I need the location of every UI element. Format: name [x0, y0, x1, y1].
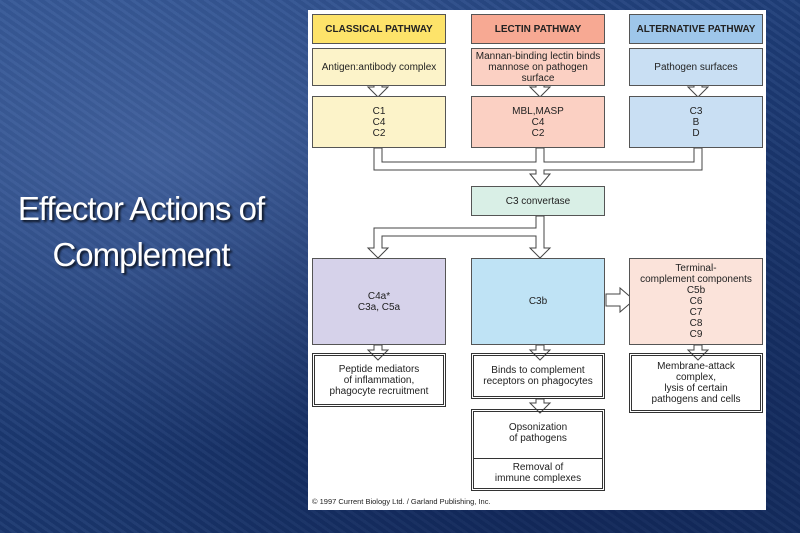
slide-title-line1: Effector Actions of	[17, 190, 265, 227]
lectin-pathway-header: LECTIN PATHWAY	[471, 14, 605, 44]
copyright-notice: © 1997 Current Biology Ltd. / Garland Pu…	[312, 497, 491, 506]
final-outcome-box: Opsonization of pathogens Removal of imm…	[471, 409, 605, 491]
alternative-pathway-header: ALTERNATIVE PATHWAY	[629, 14, 763, 44]
anaphylatoxins-box: C4a* C3a, C5a	[312, 258, 446, 345]
complement-diagram-panel: CLASSICAL PATHWAY LECTIN PATHWAY ALTERNA…	[308, 10, 766, 510]
membrane-attack-outcome-box: Membrane-attack complex, lysis of certai…	[629, 353, 763, 413]
lectin-components-box: MBL,MASP C4 C2	[471, 96, 605, 148]
phagocyte-receptor-outcome-box: Binds to complement receptors on phagocy…	[471, 353, 605, 399]
merge-wire	[373, 147, 703, 187]
slide-title-line2: Complement	[52, 236, 230, 273]
classical-pathway-header: CLASSICAL PATHWAY	[312, 14, 446, 44]
alternative-trigger-box: Pathogen surfaces	[629, 48, 763, 86]
c3b-box: C3b	[471, 258, 605, 345]
alternative-components-box: C3 B D	[629, 96, 763, 148]
terminal-components-box: Terminal- complement components C5b C6 C…	[629, 258, 763, 345]
immune-complex-removal-label: Removal of immune complexes	[494, 462, 582, 484]
arrow-to-terminal	[605, 286, 635, 314]
arrow-center-final	[528, 398, 552, 414]
c3-convertase-box: C3 convertase	[471, 186, 605, 216]
classical-trigger-box: Antigen:antibody complex	[312, 48, 446, 86]
inflammation-outcome-box: Peptide mediators of inflammation, phago…	[312, 353, 446, 407]
lectin-trigger-box: Mannan-binding lectin binds mannose on p…	[471, 48, 605, 86]
split-wire	[366, 215, 552, 259]
slide-title: Effector Actions of Complement	[0, 186, 282, 278]
final-divider	[474, 458, 602, 459]
classical-components-box: C1 C4 C2	[312, 96, 446, 148]
opsonization-label: Opsonization of pathogens	[508, 422, 568, 444]
